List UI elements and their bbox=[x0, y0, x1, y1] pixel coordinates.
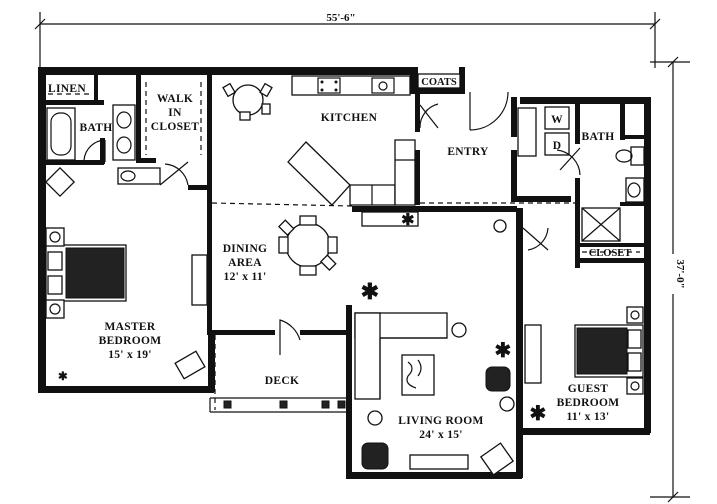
master-chair bbox=[174, 350, 206, 380]
kitchen-label: KITCHEN bbox=[321, 112, 378, 124]
closet-door bbox=[159, 161, 189, 186]
living-room-label: LIVING ROOM bbox=[398, 415, 483, 427]
master-bathtub bbox=[46, 107, 76, 161]
dryer-label: D bbox=[553, 140, 562, 152]
living-room-size: 24' x 15' bbox=[419, 429, 463, 441]
living-armchair-bottom bbox=[361, 442, 389, 470]
coffee-table bbox=[401, 354, 435, 396]
master-vanity bbox=[112, 104, 136, 161]
interior-walls bbox=[44, 75, 645, 335]
entry-label: ENTRY bbox=[447, 146, 489, 158]
coats-label: COATS bbox=[421, 77, 457, 88]
side-table bbox=[451, 322, 467, 338]
linen-label: LINEN bbox=[48, 83, 86, 95]
living-lamp-tables bbox=[367, 219, 515, 426]
guest-dresser bbox=[524, 324, 542, 384]
guest-shower bbox=[581, 207, 621, 242]
washer-label: W bbox=[551, 114, 563, 126]
guest-nightstand-bottom bbox=[626, 377, 644, 395]
living-console bbox=[361, 211, 419, 227]
master-size: 15' x 19' bbox=[108, 349, 152, 361]
laundry-bench bbox=[517, 107, 537, 157]
living-plant-icon: ✱ bbox=[361, 279, 380, 304]
master-nightstand-top bbox=[45, 227, 65, 247]
walk-in-label-1: WALK bbox=[157, 93, 193, 105]
guest-bed bbox=[574, 324, 644, 378]
dashed-boundaries bbox=[209, 202, 575, 413]
dining-door bbox=[279, 319, 301, 355]
dining-label-2: AREA bbox=[228, 257, 262, 269]
master-toilet bbox=[117, 167, 161, 185]
guest-label-2: BEDROOM bbox=[557, 397, 620, 409]
kitchen-counter bbox=[291, 75, 411, 96]
kitchen-table bbox=[222, 82, 273, 121]
master-label-2: BEDROOM bbox=[99, 335, 162, 347]
guest-toilet bbox=[615, 146, 645, 166]
washer bbox=[544, 106, 570, 130]
master-bath-label: BATH bbox=[80, 122, 113, 134]
guest-bath-label: BATH bbox=[582, 131, 615, 143]
living-bench bbox=[409, 454, 469, 470]
console-plant-icon: ✱ bbox=[401, 212, 415, 229]
dryer bbox=[544, 132, 570, 156]
dining-table bbox=[278, 215, 338, 276]
living-plant-icon-right: ✱ bbox=[494, 340, 511, 362]
deck-railing-posts bbox=[223, 400, 346, 409]
master-label-1: MASTER bbox=[104, 321, 155, 333]
guest-label-1: GUEST bbox=[568, 383, 609, 395]
master-nightstand-bottom bbox=[45, 299, 65, 319]
walk-in-label-2: IN bbox=[168, 107, 182, 119]
walk-in-closet-rods bbox=[145, 82, 202, 155]
dining-label-1: DINING bbox=[223, 243, 268, 255]
entry-door bbox=[469, 91, 509, 131]
guest-size: 11' x 13' bbox=[567, 411, 610, 423]
closet-label: CLOSET bbox=[589, 248, 632, 259]
overall-width-label: 55'-6" bbox=[326, 12, 355, 24]
coats-closet bbox=[417, 73, 461, 89]
guest-bath-door bbox=[556, 147, 581, 176]
dining-size: 12' x 11' bbox=[224, 271, 267, 283]
guest-bedroom-door bbox=[522, 227, 549, 251]
walk-in-label-3: CLOSET bbox=[151, 121, 199, 133]
master-bed bbox=[45, 244, 127, 302]
master-bath-door bbox=[83, 139, 106, 162]
master-dresser bbox=[191, 254, 208, 306]
deck-label: DECK bbox=[265, 375, 299, 387]
guest-nightstand-top bbox=[626, 306, 644, 324]
kitchen-island bbox=[287, 139, 416, 206]
living-chair-bottom-right bbox=[479, 442, 515, 476]
overall-depth-label: 37'-0" bbox=[674, 259, 686, 288]
width-dimension-line bbox=[34, 12, 661, 68]
guest-sink bbox=[625, 177, 645, 203]
living-armchair-right bbox=[485, 366, 511, 392]
master-plant-icon: ✱ bbox=[58, 371, 68, 383]
exterior-walls bbox=[38, 67, 651, 479]
sectional-sofa bbox=[354, 312, 448, 400]
coats-door bbox=[419, 103, 439, 129]
guest-plant-icon: ✱ bbox=[529, 403, 546, 425]
master-corner-table bbox=[44, 166, 76, 198]
